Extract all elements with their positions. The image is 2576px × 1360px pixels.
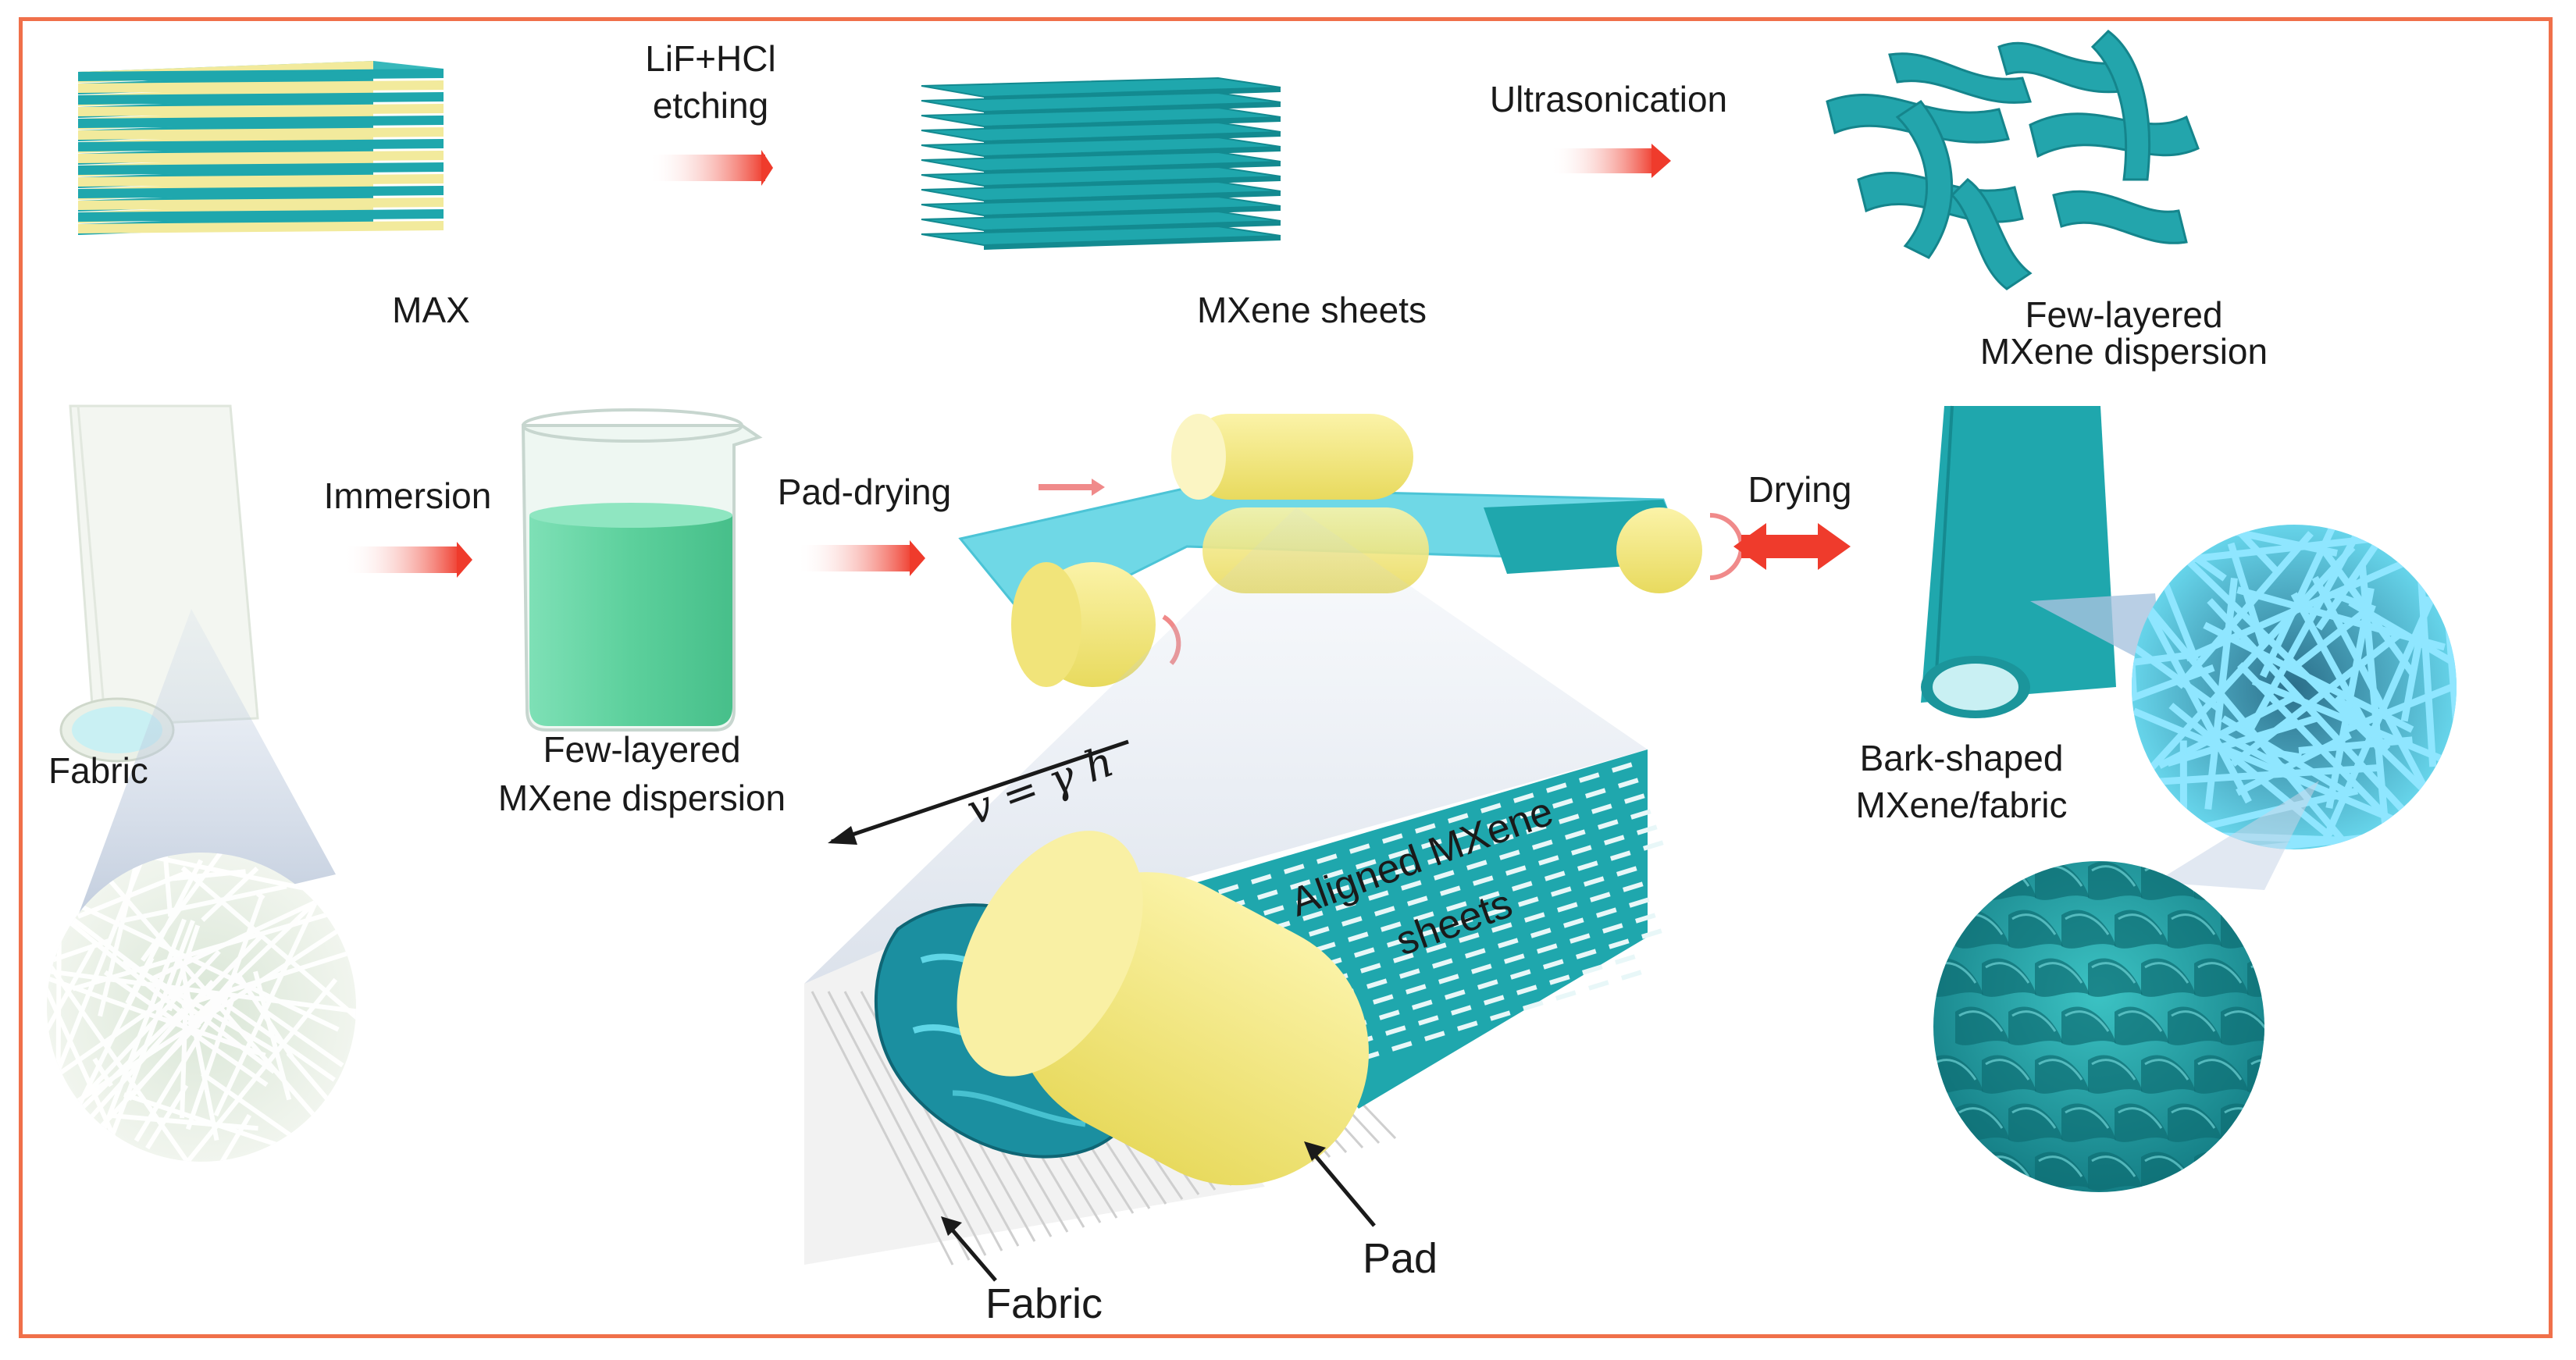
beaker-label-line1: Few-layered — [543, 729, 741, 770]
arrow-ultrasonication-icon — [1550, 148, 1655, 173]
arrow-ultrasonication-head-icon — [1651, 144, 1671, 178]
sheet-zoom-cone — [2155, 781, 2319, 890]
max-label: MAX — [392, 290, 470, 330]
etching-step-label-line2: etching — [652, 85, 769, 126]
arrow-pad-drying-icon — [796, 545, 914, 571]
arrow-pad-drying-head-icon — [910, 540, 925, 576]
product-zoom-cone — [2030, 593, 2163, 671]
max-block-icon — [78, 61, 444, 235]
arrow-immersion-head-icon — [457, 542, 472, 578]
arrow-immersion-icon — [344, 546, 461, 573]
beaker-icon — [521, 408, 763, 732]
dispersion-label-line1: Few-layered — [2025, 294, 2223, 335]
fabric-label: Fabric — [48, 750, 148, 791]
mxene-fabric-roll-icon — [1921, 405, 2116, 718]
detail-fabric-label: Fabric — [985, 1280, 1103, 1327]
fabric-zoom-cone — [70, 609, 336, 937]
pad-drying-step-label: Pad-drying — [777, 472, 952, 512]
mxene-sheets-icon — [921, 77, 1281, 250]
fabric-fiber-zoom-icon — [47, 853, 356, 1162]
mxene-sheets-label: MXene sheets — [1196, 290, 1427, 330]
ultrasonication-step-label: Ultrasonication — [1489, 79, 1728, 119]
bark-surface-zoom-icon — [1933, 861, 2264, 1192]
etching-step-label-line1: LiF+HCl — [645, 38, 776, 79]
beaker-label-line2: MXene dispersion — [497, 778, 786, 818]
pad-label: Pad — [1363, 1235, 1438, 1282]
product-label-line2: MXene/fabric — [1855, 785, 2068, 825]
pad-zoom-cone — [804, 507, 1648, 984]
figure-frame — [19, 17, 2553, 1338]
dispersion-label-line2: MXene dispersion — [1979, 331, 2268, 372]
mxene-flakes-icon — [1826, 30, 2200, 290]
arrow-etching-icon — [648, 155, 765, 181]
arrow-drying-icon — [1733, 523, 1851, 570]
product-label-line1: Bark-shaped — [1859, 738, 2064, 778]
arrow-etching-head-icon — [761, 150, 773, 186]
immersion-step-label: Immersion — [323, 475, 492, 516]
drying-step-label: Drying — [1748, 469, 1852, 510]
pad-detail-icon — [804, 739, 1664, 1282]
